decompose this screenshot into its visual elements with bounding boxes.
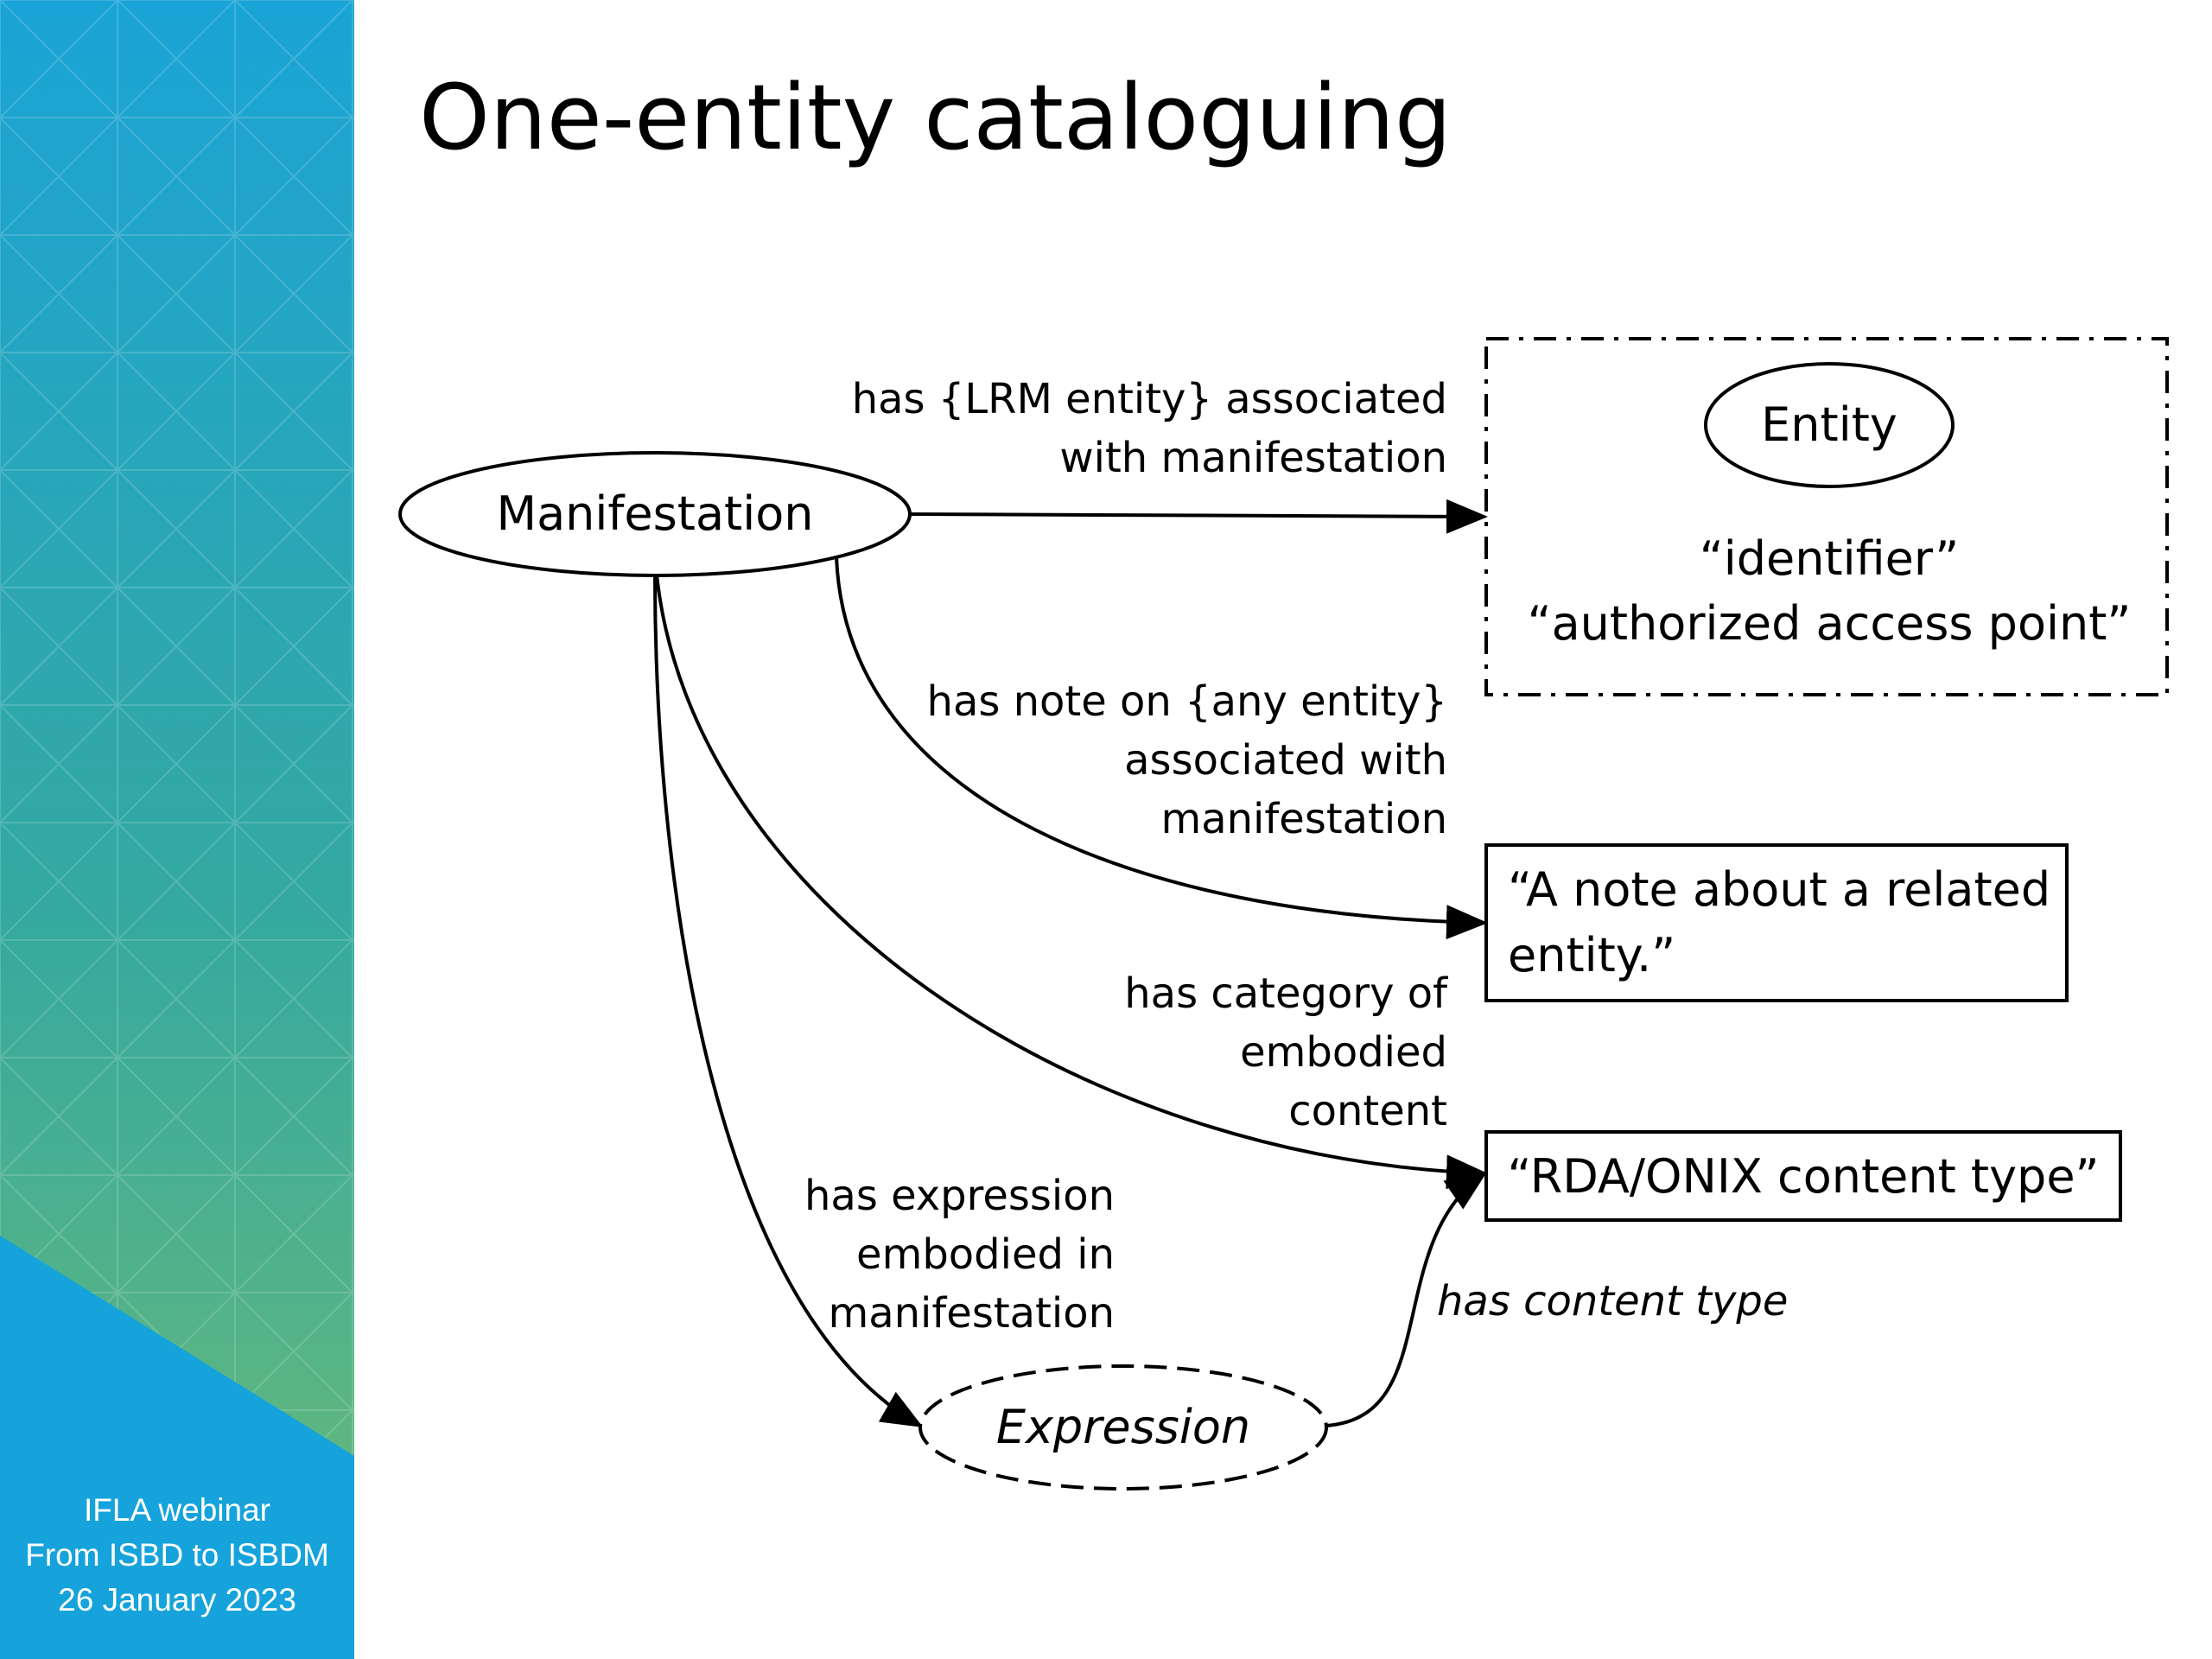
manifestation-label: Manifestation — [497, 486, 814, 541]
edge-label-expression-3: manifestation — [828, 1289, 1115, 1338]
arrow-expression-to-content-type — [1325, 1171, 1488, 1427]
edge-label-lrm-entity-1: has {LRM entity} associated — [852, 375, 1447, 423]
entity-identifier-value: “identifier” — [1700, 531, 1960, 586]
edge-label-note-3: manifestation — [1160, 795, 1447, 843]
edge-label-expression-1: has expression — [804, 1172, 1115, 1220]
sidebar-panel: IFLA webinar From ISBD to ISBDM 26 Janua… — [0, 0, 354, 1659]
arrow-manifestation-to-content-type — [655, 574, 1488, 1190]
arrow-manifestation-to-note — [835, 556, 1488, 940]
webinar-name: IFLA webinar — [84, 1492, 270, 1528]
content-type-value: “RDA/ONIX content type” — [1507, 1149, 2099, 1204]
edge-label-content-type: has content type — [1437, 1277, 1788, 1325]
webinar-info: IFLA webinar From ISBD to ISBDM 26 Janua… — [0, 1488, 354, 1623]
webinar-subtitle: From ISBD to ISBDM — [25, 1537, 329, 1573]
entity-label: Entity — [1761, 397, 1897, 452]
expression-label: Expression — [996, 1400, 1250, 1454]
edge-label-category-2: embodied — [1240, 1028, 1447, 1077]
entity-group-box — [1484, 337, 2169, 696]
edge-label-category-3: content — [1288, 1087, 1447, 1135]
expression-node — [918, 1364, 1328, 1491]
arrow-manifestation-to-entity — [909, 499, 1488, 534]
sidebar-background — [0, 0, 354, 1659]
edge-label-note-2: associated with — [1124, 736, 1447, 785]
content-type-value-box — [1484, 1130, 2122, 1222]
webinar-date: 26 January 2023 — [58, 1582, 296, 1618]
entity-access-point-value: “authorized access point” — [1528, 596, 2132, 651]
note-value-line-2: entity.” — [1508, 928, 1675, 982]
edge-label-lrm-entity-2: with manifestation — [1059, 434, 1447, 482]
edge-label-expression-2: embodied in — [856, 1230, 1115, 1279]
entity-node — [1704, 362, 1955, 488]
manifestation-node — [398, 451, 912, 577]
edge-label-note-1: has note on {any entity} — [927, 677, 1447, 726]
edge-label-category-1: has category of — [1124, 969, 1448, 1018]
note-value-box — [1484, 843, 2069, 1002]
slide-title: One-entity cataloguing — [419, 65, 1452, 170]
note-value-line-1: “A note about a related — [1508, 862, 2050, 917]
arrow-manifestation-to-expression — [653, 576, 924, 1427]
